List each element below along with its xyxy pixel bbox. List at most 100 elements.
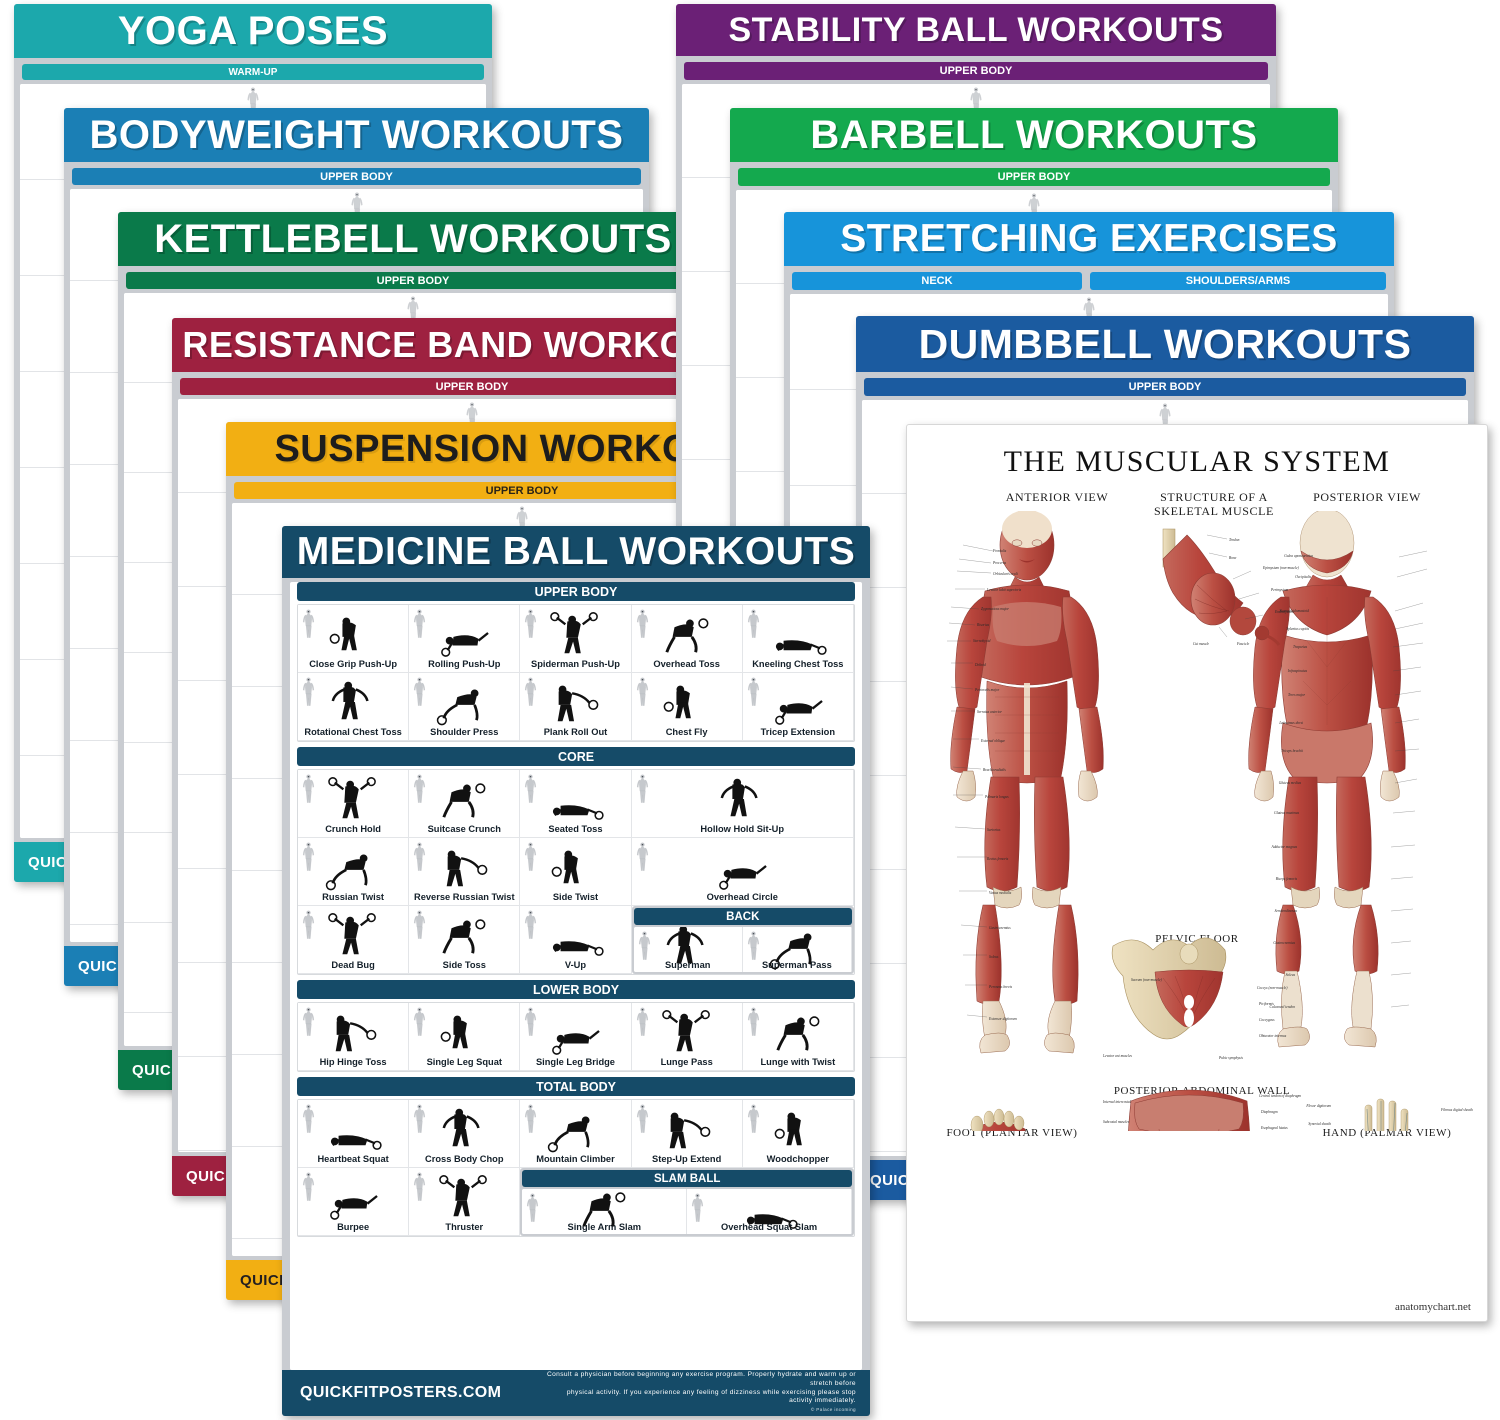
exercise-label: Overhead Squat Slam: [721, 1221, 818, 1232]
poster-title-yoga: YOGA POSES: [14, 4, 492, 58]
exercise-cell[interactable]: Mountain Climber: [520, 1100, 632, 1168]
exercise-cell[interactable]: Tricep Extension: [742, 673, 854, 741]
exercise-illustration: [409, 607, 519, 659]
exercise-illustration: [520, 675, 630, 727]
svg-text:Endomysium: Endomysium: [1274, 610, 1294, 614]
svg-text:Sacrum (non-muscle): Sacrum (non-muscle): [1131, 978, 1163, 982]
exercise-cell[interactable]: Dead Bug: [298, 906, 410, 974]
svg-text:Splenius capitis: Splenius capitis: [1286, 627, 1309, 631]
poster-title-resistance-band: RESISTANCE BAND WORKOUTS: [172, 318, 772, 372]
exercise-cell[interactable]: Overhead Toss: [631, 605, 743, 673]
svg-text:Peroneus brevis: Peroneus brevis: [988, 985, 1013, 989]
exercise-label: Thruster: [445, 1221, 484, 1232]
svg-text:Brachioradialis: Brachioradialis: [983, 768, 1006, 772]
exercise-cell[interactable]: Woodchopper: [742, 1100, 854, 1168]
exercise-label: Russian Twist: [322, 891, 384, 902]
svg-text:Diaphragm: Diaphragm: [1260, 1110, 1278, 1114]
svg-text:Risorius: Risorius: [976, 623, 990, 627]
svg-text:Procerus: Procerus: [992, 561, 1007, 565]
exercise-cell[interactable]: Side Toss: [409, 906, 521, 974]
exercise-cell[interactable]: Overhead Circle: [631, 838, 854, 906]
svg-text:Piriformis: Piriformis: [1258, 1002, 1274, 1006]
poster-medicine-ball-workouts[interactable]: MEDICINE BALL WORKOUTS UPPER BODY Close …: [282, 526, 870, 1416]
exercise-cell[interactable]: Rolling Push-Up: [409, 605, 521, 673]
exercise-illustration: [409, 772, 519, 824]
exercise-label: Mountain Climber: [536, 1153, 615, 1164]
exercise-label: Lunge Pass: [660, 1056, 713, 1067]
svg-text:Epimysium (non-muscle): Epimysium (non-muscle): [1262, 566, 1300, 570]
exercise-cell[interactable]: Crunch Hold: [298, 770, 410, 838]
exercise-cell[interactable]: Russian Twist: [298, 838, 410, 906]
exercise-cell[interactable]: Step-Up Extend: [631, 1100, 743, 1168]
exercise-cell[interactable]: Side Twist: [520, 838, 632, 906]
subsection-header: SLAM BALL: [522, 1170, 852, 1187]
svg-text:Subcostal muscles: Subcostal muscles: [1103, 1120, 1130, 1124]
exercise-row: Russian Twist Reverse Russian Twist: [298, 838, 854, 906]
exercise-label: Kneeling Chest Toss: [752, 658, 844, 669]
svg-text:Latissimus dorsi: Latissimus dorsi: [1278, 721, 1303, 725]
svg-text:Gluteus medius: Gluteus medius: [1279, 781, 1302, 785]
exercise-cell[interactable]: Single Leg Bridge: [520, 1003, 632, 1071]
exercise-cell[interactable]: Thruster: [409, 1168, 521, 1236]
section-band-yoga: WARM-UP: [22, 64, 484, 80]
exercise-cell[interactable]: Cross Body Chop: [409, 1100, 521, 1168]
section-band-kettlebell: UPPER BODY: [126, 272, 700, 289]
muscular-system-title: THE MUSCULAR SYSTEM: [1003, 445, 1391, 478]
exercise-cell[interactable]: Lunge Pass: [631, 1003, 743, 1071]
exercise-cell[interactable]: Superman: [633, 927, 743, 972]
exercise-cell[interactable]: Hip Hinge Toss: [298, 1003, 410, 1071]
section-band-stability: UPPER BODY: [684, 62, 1268, 80]
exercise-illustration: [632, 1102, 742, 1154]
exercise-cell[interactable]: Hollow Hold Sit-Up: [631, 770, 854, 838]
subsection-slam-ball: SLAM BALL Single Arm Slam: [520, 1168, 854, 1236]
exercise-cell[interactable]: Heartbeat Squat: [298, 1100, 410, 1168]
exercise-cell[interactable]: Close Grip Push-Up: [298, 605, 410, 673]
exercise-cell[interactable]: Kneeling Chest Toss: [742, 605, 854, 673]
exercise-cell[interactable]: Seated Toss: [520, 770, 632, 838]
poster-title-bodyweight: BODYWEIGHT WORKOUTS: [64, 108, 649, 162]
svg-text:Pectoralis major: Pectoralis major: [974, 688, 1000, 692]
svg-text:Galea aponeurotica: Galea aponeurotica: [1284, 554, 1313, 558]
svg-text:Perimysium: Perimysium: [1270, 588, 1289, 592]
svg-text:Occipitalis: Occipitalis: [1295, 575, 1311, 579]
poster-muscular-system[interactable]: THE MUSCULAR SYSTEM ANTERIOR VIEW STRUCT…: [906, 424, 1488, 1322]
poster-title-kettlebell: KETTLEBELL WORKOUTS: [118, 212, 708, 266]
poster-title-dumbbell: DUMBBELL WORKOUTS: [856, 316, 1474, 372]
exercise-cell[interactable]: Plank Roll Out: [520, 673, 632, 741]
svg-text:Levator ani muscles: Levator ani muscles: [1102, 1054, 1133, 1058]
exercise-row: Dead Bug Side Toss: [298, 906, 854, 974]
svg-text:Semitendinosus: Semitendinosus: [1275, 909, 1298, 913]
poster-title-barbell: BARBELL WORKOUTS: [730, 108, 1338, 162]
exercise-cell[interactable]: Shoulder Press: [409, 673, 521, 741]
exercise-cell[interactable]: Lunge with Twist: [742, 1003, 854, 1071]
exercise-cell[interactable]: Rotational Chest Toss: [298, 673, 410, 741]
anatomy-credit: anatomychart.net: [1394, 1301, 1471, 1313]
exercise-illustration: [298, 772, 408, 824]
svg-text:Flexor digitorum: Flexor digitorum: [1305, 1104, 1331, 1108]
exercise-label: Close Grip Push-Up: [309, 658, 397, 669]
exercise-cell[interactable]: Spiderman Push-Up: [520, 605, 632, 673]
exercise-cell[interactable]: Reverse Russian Twist: [409, 838, 521, 906]
exercise-illustration: [520, 908, 630, 960]
exercise-cell[interactable]: Single Leg Squat: [409, 1003, 521, 1071]
svg-text:Frontalis: Frontalis: [992, 549, 1007, 553]
exercise-label: Spiderman Push-Up: [531, 658, 620, 669]
exercise-cell[interactable]: Chest Fly: [631, 673, 743, 741]
exercise-illustration: [409, 1170, 519, 1222]
svg-text:Biceps femoris: Biceps femoris: [1276, 877, 1298, 881]
exercise-cell[interactable]: Overhead Squat Slam: [687, 1189, 852, 1234]
exercise-row: Heartbeat Squat Cross Body Chop: [298, 1100, 854, 1168]
exercise-cell[interactable]: Single Arm Slam: [522, 1189, 688, 1234]
exercise-cell[interactable]: Superman Pass: [742, 927, 852, 972]
section-lower-body: LOWER BODY Hip Hinge Toss: [297, 980, 855, 1072]
exercise-illustration: [298, 675, 408, 727]
brand-label: QUICKFITPOSTERS.COM: [300, 1384, 502, 1401]
exercise-label: Superman: [664, 959, 711, 970]
exercise-label: Crunch Hold: [325, 823, 381, 834]
exercise-cell[interactable]: Burpee: [298, 1168, 410, 1236]
exercise-cell[interactable]: Suitcase Crunch: [409, 770, 521, 838]
exercise-label: Overhead Circle: [706, 891, 778, 902]
exercise-illustration: [687, 1191, 851, 1229]
exercise-cell[interactable]: V-Up: [520, 906, 632, 974]
svg-text:Extensor digitorum: Extensor digitorum: [988, 1017, 1017, 1021]
